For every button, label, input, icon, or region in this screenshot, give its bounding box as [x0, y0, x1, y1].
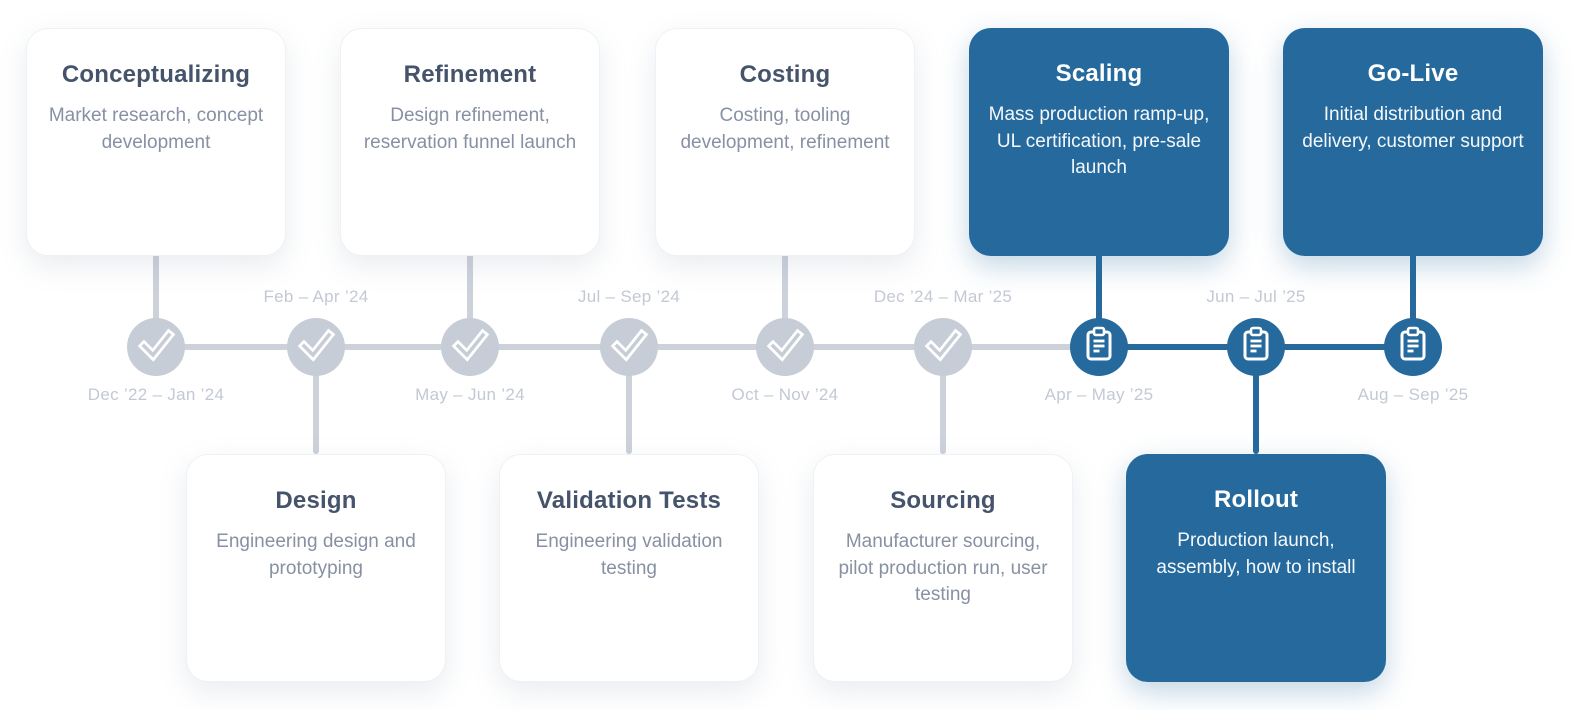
- milestone-node-design: [287, 318, 345, 376]
- stage-card-go-live: Go-Live Initial distribution and deliver…: [1283, 28, 1543, 256]
- date-label-conceptualizing: Dec ’22 – Jan ’24: [87, 385, 225, 404]
- stage-card-costing: Costing Costing, tooling development, re…: [655, 28, 915, 256]
- stage-description: Design refinement, reservation funnel la…: [363, 105, 577, 153]
- milestone-node-conceptualizing: [127, 318, 185, 376]
- stage-card-sourcing: Sourcing Manufacturer sourcing, pilot pr…: [813, 454, 1073, 682]
- stage-title: Conceptualizing: [61, 61, 251, 88]
- stage-title: Scaling: [1055, 60, 1143, 87]
- stage-card-validation-tests: Validation Tests Engineering validation …: [499, 454, 759, 682]
- milestone-node-sourcing: [914, 318, 972, 376]
- stage-card-scaling: Scaling Mass production ramp-up, UL cert…: [969, 28, 1229, 256]
- connector-go-live: [1410, 250, 1416, 347]
- stage-card-rollout: Rollout Production launch, assembly, how…: [1126, 454, 1386, 682]
- check-icon: [756, 316, 814, 379]
- stage-description: Engineering validation testing: [535, 531, 723, 579]
- clipboard-icon: [1384, 316, 1442, 379]
- connector-rollout: [1253, 347, 1259, 454]
- milestone-node-rollout: [1227, 318, 1285, 376]
- stage-description: Costing, tooling development, refinement: [680, 105, 890, 153]
- date-label-scaling: Apr – May ’25: [1044, 385, 1154, 404]
- clipboard-icon: [1227, 316, 1285, 379]
- date-label-rollout: Jun – Jul ’25: [1206, 287, 1306, 306]
- date-label-design: Feb – Apr ’24: [263, 287, 369, 306]
- date-label-validation-tests: Jul – Sep ’24: [577, 287, 681, 306]
- clipboard-icon: [1070, 316, 1128, 379]
- connector-sourcing: [940, 347, 946, 454]
- stage-title: Rollout: [1213, 486, 1299, 513]
- stage-description: Engineering design and prototyping: [216, 531, 416, 579]
- check-icon: [441, 316, 499, 379]
- milestone-node-refinement: [441, 318, 499, 376]
- date-label-go-live: Aug – Sep ’25: [1357, 385, 1469, 404]
- stage-description: Production launch, assembly, how to inst…: [1156, 530, 1356, 578]
- connector-costing: [782, 250, 788, 347]
- connector-design: [313, 347, 319, 454]
- stage-title: Validation Tests: [536, 487, 722, 514]
- stage-card-refinement: Refinement Design refinement, reservatio…: [340, 28, 600, 256]
- milestone-node-costing: [756, 318, 814, 376]
- stage-title: Go-Live: [1367, 60, 1459, 87]
- stage-description: Mass production ramp-up, UL certificatio…: [988, 104, 1210, 179]
- milestone-node-go-live: [1384, 318, 1442, 376]
- stage-title: Costing: [739, 61, 831, 88]
- stage-description: Market research, concept development: [48, 105, 264, 153]
- connector-scaling: [1096, 250, 1102, 347]
- connector-validation-tests: [626, 347, 632, 454]
- stage-description: Manufacturer sourcing, pilot production …: [838, 531, 1048, 606]
- milestone-node-scaling: [1070, 318, 1128, 376]
- check-icon: [914, 316, 972, 379]
- connector-conceptualizing: [153, 250, 159, 347]
- stage-title: Design: [275, 487, 357, 514]
- stage-card-conceptualizing: Conceptualizing Market research, concept…: [26, 28, 286, 256]
- date-label-costing: Oct – Nov ’24: [731, 385, 839, 404]
- check-icon: [600, 316, 658, 379]
- date-label-refinement: May – Jun ’24: [415, 385, 525, 404]
- date-label-sourcing: Dec ’24 – Mar ’25: [873, 287, 1013, 306]
- connector-refinement: [467, 250, 473, 347]
- check-icon: [127, 316, 185, 379]
- stage-title: Sourcing: [890, 487, 996, 514]
- milestone-node-validation-tests: [600, 318, 658, 376]
- check-icon: [287, 316, 345, 379]
- stage-card-design: Design Engineering design and prototypin…: [186, 454, 446, 682]
- stage-description: Initial distribution and delivery, custo…: [1302, 104, 1524, 152]
- stage-title: Refinement: [403, 61, 537, 88]
